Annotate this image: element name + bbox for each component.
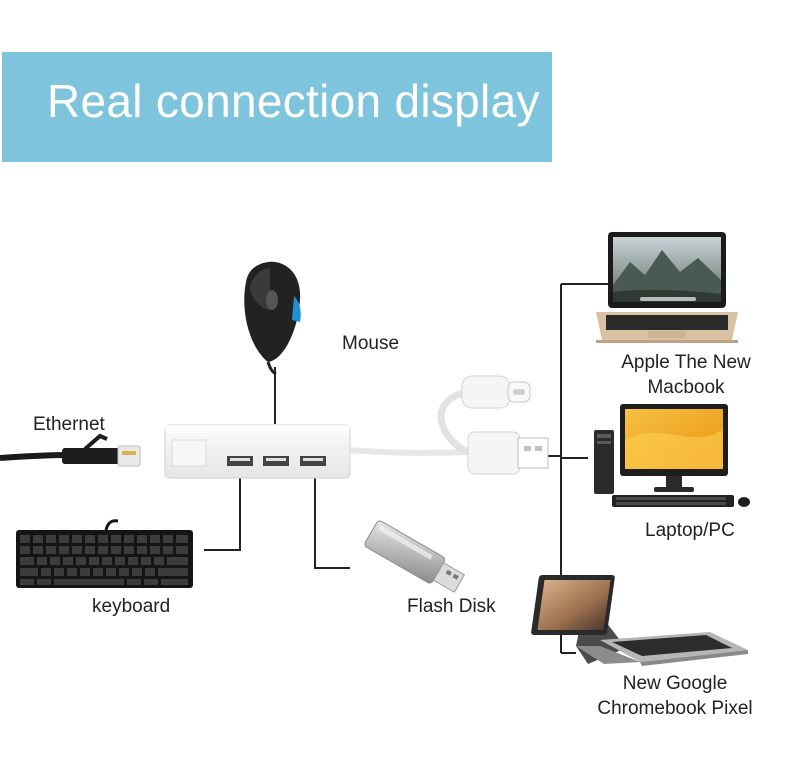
keyboard-connector-line <box>204 478 240 550</box>
mouse-label: Mouse <box>342 331 399 356</box>
mouse-icon <box>244 262 300 374</box>
flash-disk-connector-line <box>315 478 350 568</box>
keyboard-icon <box>16 521 193 588</box>
macbook-icon <box>596 232 738 343</box>
ethernet-cable-icon <box>0 436 140 466</box>
chromebook-label-line1: New Google <box>586 671 764 696</box>
macbook-label: Apple The New Macbook <box>604 350 768 400</box>
ethernet-label: Ethernet <box>33 412 105 437</box>
macbook-label-line1: Apple The New <box>604 350 768 375</box>
keyboard-label: keyboard <box>92 594 170 619</box>
flash-disk-icon <box>364 520 467 597</box>
laptop-pc-label: Laptop/PC <box>645 518 735 543</box>
macbook-label-line2: Macbook <box>604 375 768 400</box>
usb-cable-icon <box>441 376 548 474</box>
flash-disk-label: Flash Disk <box>407 594 496 619</box>
chromebook-label-line2: Chromebook Pixel <box>586 696 764 721</box>
hub-icon <box>165 425 468 478</box>
chromebook-label: New Google Chromebook Pixel <box>586 671 764 721</box>
desktop-pc-icon <box>594 404 750 507</box>
